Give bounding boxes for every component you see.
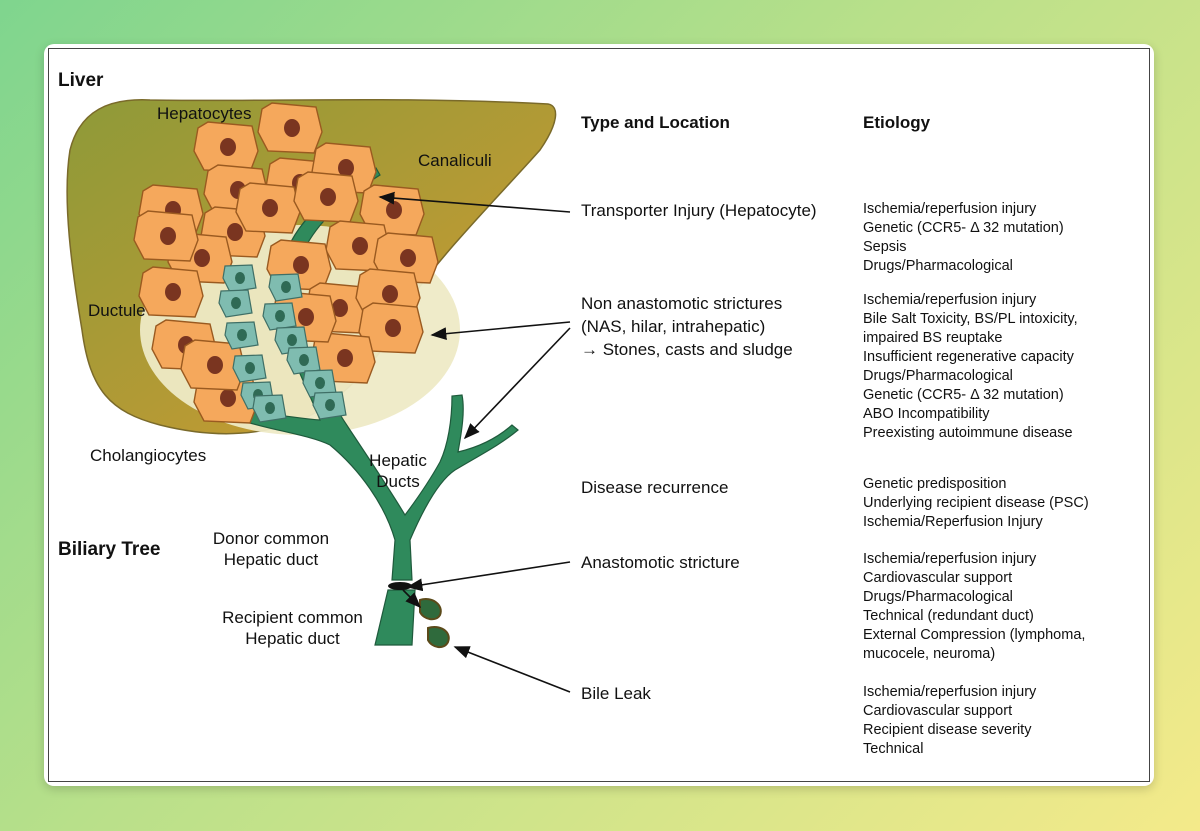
recipient-duct-line-2: Hepatic duct xyxy=(245,629,340,648)
etiology-item: Genetic predisposition xyxy=(863,476,1007,492)
hepatocyte-cell xyxy=(235,182,301,234)
ductule-label: Ductule xyxy=(88,301,146,320)
anastomosis-mark xyxy=(388,582,412,590)
row-anastomotic-type: Anastomotic stricture xyxy=(581,551,740,574)
etiology-item: mucocele, neuroma) xyxy=(863,646,996,662)
type-line: (NAS, hilar, intrahepatic) xyxy=(581,317,766,336)
bile-leak-drops xyxy=(419,598,450,648)
etiology-item: Ischemia/reperfusion injury xyxy=(863,684,1037,700)
cholangiocyte-cell xyxy=(262,302,297,331)
row-recurrence-type: Disease recurrence xyxy=(581,476,728,499)
cholangiocyte-cell xyxy=(286,346,321,375)
etiology-item: Drugs/Pharmacological xyxy=(863,589,1013,605)
type-line: Non anastomotic strictures xyxy=(581,294,783,313)
recipient-duct-line-1: Recipient common xyxy=(222,608,363,627)
hepatic-ducts-line-1: Hepatic xyxy=(369,451,427,470)
cholangiocyte-cell xyxy=(232,354,267,383)
etiology-item: Genetic (CCR5- Δ 32 mutation) xyxy=(863,220,1064,236)
donor-duct-line-2: Hepatic duct xyxy=(223,550,319,569)
etiology-item: Sepsis xyxy=(863,239,907,255)
biliary-tree-label: Biliary Tree xyxy=(58,539,161,560)
cholangiocyte-cell xyxy=(312,391,347,420)
etiology-item: Ischemia/reperfusion injury xyxy=(863,201,1037,217)
etiology-item: Technical xyxy=(863,741,924,757)
etiology-item: Cardiovascular support xyxy=(863,703,1013,719)
pointer-arrows xyxy=(378,191,571,693)
canaliculi-label: Canaliculi xyxy=(418,151,492,170)
etiology-item: Drugs/Pharmacological xyxy=(863,368,1013,384)
row-bile-leak-etiology: Ischemia/reperfusion injury Cardiovascul… xyxy=(863,683,1036,759)
arrow-leak-small xyxy=(402,589,422,609)
etiology-item: Genetic (CCR5- Δ 32 mutation) xyxy=(863,387,1064,403)
cholangiocyte-cluster xyxy=(218,264,347,423)
cholangiocyte-cell xyxy=(218,289,253,318)
arrow-anastomotic xyxy=(406,561,571,592)
cholangiocyte-cell xyxy=(252,394,287,423)
arrow-nas-parenchyma xyxy=(430,321,571,341)
etiology-item: Cardiovascular support xyxy=(863,570,1013,586)
etiology-item: Ischemia/Reperfusion Injury xyxy=(863,514,1043,530)
type-location-header: Type and Location xyxy=(581,113,730,132)
type-line: Transporter Injury (Hepatocyte) xyxy=(581,201,817,220)
row-bile-leak-type: Bile Leak xyxy=(581,682,651,705)
hepatocyte-cell xyxy=(293,171,359,223)
etiology-item: Ischemia/reperfusion injury xyxy=(863,551,1037,567)
etiology-header: Etiology xyxy=(863,113,931,132)
type-line: Anastomotic stricture xyxy=(581,553,740,572)
row-transporter-etiology: Ischemia/reperfusion injury Genetic (CCR… xyxy=(863,200,1064,276)
donor-duct-label: Donor common Hepatic duct xyxy=(197,528,345,570)
hepatocyte-cell xyxy=(193,121,259,173)
hepatocytes-label: Hepatocytes xyxy=(157,104,252,123)
etiology-item: Preexisting autoimmune disease xyxy=(863,425,1073,441)
etiology-item: Bile Salt Toxicity, BS/PL intoxicity, xyxy=(863,311,1078,327)
type-line: Disease recurrence xyxy=(581,478,729,497)
etiology-item: Technical (redundant duct) xyxy=(863,608,1034,624)
type-line: → Stones, casts and sludge xyxy=(581,340,793,359)
etiology-item: Recipient disease severity xyxy=(863,722,1032,738)
hepatic-ducts-line-2: Ducts xyxy=(376,472,420,491)
etiology-item: impaired BS reuptake xyxy=(863,330,1003,346)
liver-label: Liver xyxy=(58,70,104,91)
type-line: Bile Leak xyxy=(581,684,651,703)
etiology-item: Underlying recipient disease (PSC) xyxy=(863,495,1089,511)
etiology-item: ABO Incompatibility xyxy=(863,406,990,422)
cholangiocyte-cell xyxy=(302,369,337,398)
arrow-transporter xyxy=(378,191,571,213)
hepatocyte-cell xyxy=(257,102,323,154)
etiology-item: Ischemia/reperfusion injury xyxy=(863,292,1037,308)
etiology-item: Insufficient regenerative capacity xyxy=(863,349,1074,365)
row-recurrence-etiology: Genetic predisposition Underlying recipi… xyxy=(863,475,1089,532)
cholangiocyte-cell xyxy=(222,264,257,293)
row-nas-etiology: Ischemia/reperfusion injury Bile Salt To… xyxy=(863,291,1078,443)
hepatocyte-cell xyxy=(359,184,425,236)
hepatocyte-cell xyxy=(138,266,204,318)
arrow-bile-leak xyxy=(453,646,571,693)
etiology-item: External Compression (lymphoma, xyxy=(863,627,1086,643)
recipient-duct-label: Recipient common Hepatic duct xyxy=(200,607,385,649)
hepatic-ducts-label: Hepatic Ducts xyxy=(358,450,438,492)
donor-duct-line-1: Donor common xyxy=(212,529,330,548)
cholangiocytes-label: Cholangiocytes xyxy=(90,446,207,465)
etiology-item: Drugs/Pharmacological xyxy=(863,258,1013,274)
row-transporter-type: Transporter Injury (Hepatocyte) xyxy=(581,199,817,222)
hepatocyte-cell xyxy=(133,210,199,262)
row-nas-type: Non anastomotic strictures (NAS, hilar, … xyxy=(581,292,793,361)
arrow-nas-duct xyxy=(463,327,571,440)
hepatocyte-cell xyxy=(358,302,424,354)
row-anastomotic-etiology: Ischemia/reperfusion injury Cardiovascul… xyxy=(863,550,1085,664)
cholangiocyte-cell xyxy=(224,321,259,350)
cholangiocyte-cell xyxy=(268,273,303,302)
